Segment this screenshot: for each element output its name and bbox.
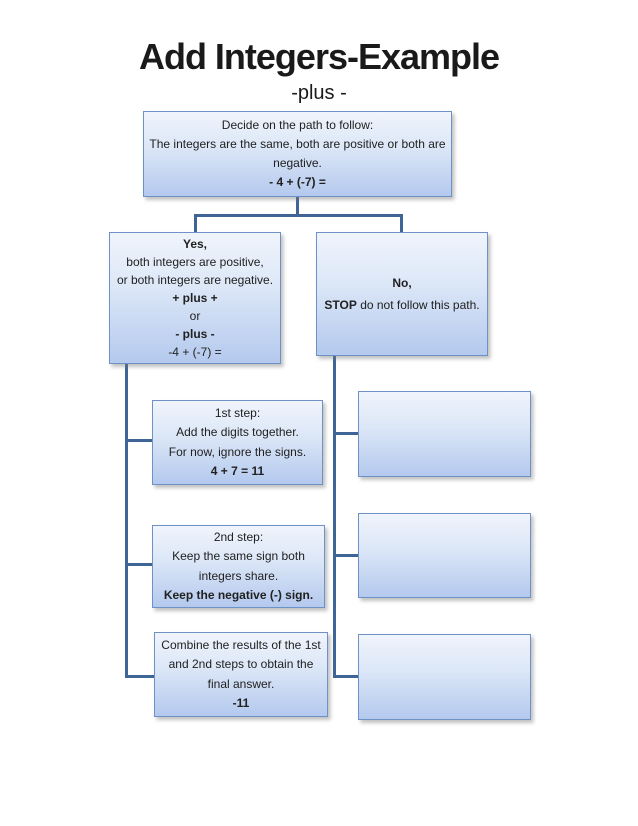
box-text-line: 4 + 7 = 11	[210, 463, 265, 478]
box-text-line: STOP do not follow this path.	[324, 298, 480, 312]
connector-right-rail	[333, 354, 336, 678]
empty-box-1	[358, 391, 531, 477]
connector-left-rail	[125, 362, 128, 678]
box-text-line: or	[189, 309, 201, 323]
connector-step2-stub	[126, 563, 153, 566]
connector-combine-stub	[126, 675, 155, 678]
box-text-line: 1st step:	[214, 406, 261, 421]
page-title: Add Integers-Example	[138, 36, 500, 77]
box-text-line: - 4 + (-7) =	[269, 175, 326, 190]
connector-no-drop	[400, 214, 403, 233]
page-subtitle: -plus -	[291, 82, 347, 104]
box-text-line: Add the digits together.	[176, 425, 299, 440]
no-box: No, STOP do not follow this path.	[316, 232, 488, 356]
connector-right-stub-1	[334, 432, 359, 435]
box-text-line: or both integers are negative.	[116, 273, 274, 287]
box-text-line: Decide on the path to follow:	[221, 117, 374, 132]
connector-step1-stub	[126, 439, 153, 442]
box-text-line: Keep the negative (-) sign.	[163, 587, 314, 602]
box-text-line: + plus +	[172, 291, 218, 305]
box-text-line: -11	[232, 695, 250, 710]
step1-box: 1st step: Add the digits together. For now…	[152, 400, 323, 485]
combine-box: Combine the results of the 1st and 2nd s…	[154, 632, 328, 717]
box-text-line: The integers are the same, both are posi…	[149, 136, 446, 170]
step2-box: 2nd step: Keep the same sign both integer…	[152, 525, 325, 608]
box-text-line: -4 + (-7) =	[168, 345, 222, 359]
empty-box-2	[358, 513, 531, 598]
yes-box: Yes, both integers are positive, or both i…	[109, 232, 281, 364]
box-text-line: For now, ignore the signs.	[168, 444, 307, 459]
connector-right-stub-2	[334, 554, 359, 557]
box-text-line: No,	[392, 275, 412, 290]
box-text-line: Combine the results of the 1st and 2nd s…	[161, 638, 321, 691]
box-text-line: Keep the same sign both integers share.	[172, 549, 305, 583]
box-text-line: Yes,	[182, 237, 208, 251]
connector-right-stub-3	[334, 675, 359, 678]
box-text-line: both integers are positive,	[126, 255, 264, 269]
decide-box: Decide on the path to follow: The integer…	[143, 111, 452, 197]
box-text-line: 2nd step:	[213, 530, 264, 545]
connector-branch-horizontal	[194, 214, 403, 217]
empty-box-3	[358, 634, 531, 720]
connector-decide-down	[296, 197, 299, 217]
box-text-line: - plus -	[175, 327, 215, 341]
connector-yes-drop	[194, 214, 197, 233]
